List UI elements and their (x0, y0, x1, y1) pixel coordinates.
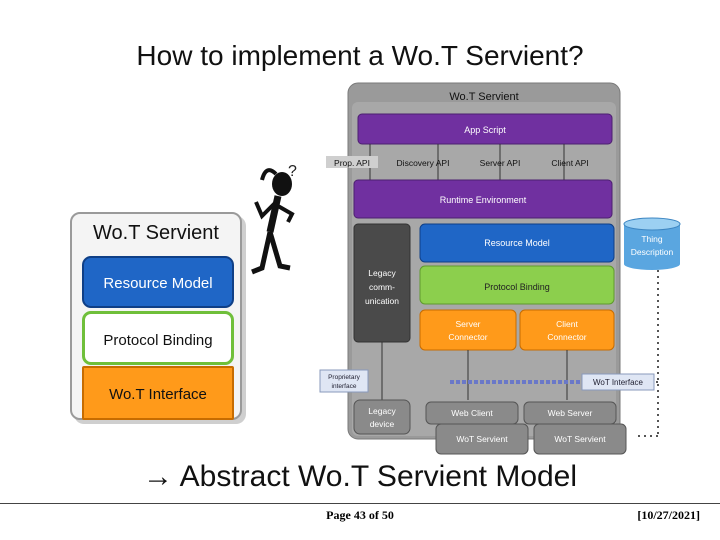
svg-text:WoT Interface: WoT Interface (593, 378, 644, 387)
client-api-label: Client API (551, 158, 588, 168)
svg-text:WoT Servient: WoT Servient (456, 434, 508, 444)
svg-text:Server: Server (455, 319, 480, 329)
wot-architecture-diagram: Wo.T Servient App Script Prop. API Disco… (319, 82, 681, 455)
svg-text:Resource Model: Resource Model (484, 238, 550, 248)
prop-api-label (326, 156, 378, 168)
svg-text:unication: unication (365, 296, 399, 306)
legacy-device-block (353, 399, 411, 435)
runtime-environment-block (353, 179, 613, 219)
svg-text:Proprietary: Proprietary (328, 374, 361, 381)
footer-divider (0, 503, 720, 504)
client-connector-block (519, 309, 615, 351)
diagram-resource-model-block (419, 223, 615, 263)
wot-interface-block: Wo.T Interface (82, 366, 234, 420)
resource-model-block: Resource Model (82, 256, 234, 308)
caption: → Abstract Wo.T Servient Model (142, 460, 578, 493)
svg-text:device: device (370, 419, 395, 429)
svg-text:Protocol Binding: Protocol Binding (484, 282, 550, 292)
servient-right-block (533, 423, 627, 455)
svg-text:Connector: Connector (448, 332, 487, 342)
svg-text:Client: Client (556, 319, 578, 329)
svg-text:WoT Servient: WoT Servient (554, 434, 606, 444)
thing-description-icon (623, 217, 681, 270)
svg-text:Description: Description (631, 247, 674, 257)
server-connector-block (419, 309, 517, 351)
page-number: Page 43 of 50 (326, 508, 394, 522)
footer-date: [10/27/2021] (637, 508, 700, 522)
svg-text:Web Server: Web Server (548, 408, 593, 418)
servient-left-block (435, 423, 529, 455)
svg-text:Runtime Environment: Runtime Environment (440, 195, 527, 205)
protocol-binding-block: Protocol Binding (82, 311, 234, 365)
svg-text:Connector: Connector (547, 332, 586, 342)
svg-text:Legacy: Legacy (368, 268, 396, 278)
outer-servient-title: Wo.T Servient (449, 91, 518, 103)
svg-text:Thing: Thing (641, 234, 663, 244)
svg-text:comm-: comm- (369, 282, 395, 292)
svg-text:Legacy: Legacy (368, 406, 396, 416)
servient-stack-title: Wo.T Servient (93, 222, 219, 244)
svg-text:interface: interface (332, 383, 357, 390)
wot-interface-label (581, 373, 655, 391)
diagram-protocol-binding-block (419, 265, 615, 305)
svg-text:Web Client: Web Client (451, 408, 493, 418)
app-script-block (357, 113, 613, 145)
discovery-api-label: Discovery API (397, 158, 450, 168)
slide-title: How to implement a Wo.T Servient? (136, 40, 584, 71)
server-api-label: Server API (480, 158, 521, 168)
svg-text:?: ? (288, 163, 297, 180)
servient-stack: Wo.T Servient Resource Model Protocol Bi… (70, 212, 242, 420)
svg-text:Prop. API: Prop. API (334, 158, 370, 168)
svg-text:App Script: App Script (464, 125, 506, 135)
thinking-figure-icon: ? (251, 163, 297, 275)
proprietary-interface-label (319, 369, 369, 393)
